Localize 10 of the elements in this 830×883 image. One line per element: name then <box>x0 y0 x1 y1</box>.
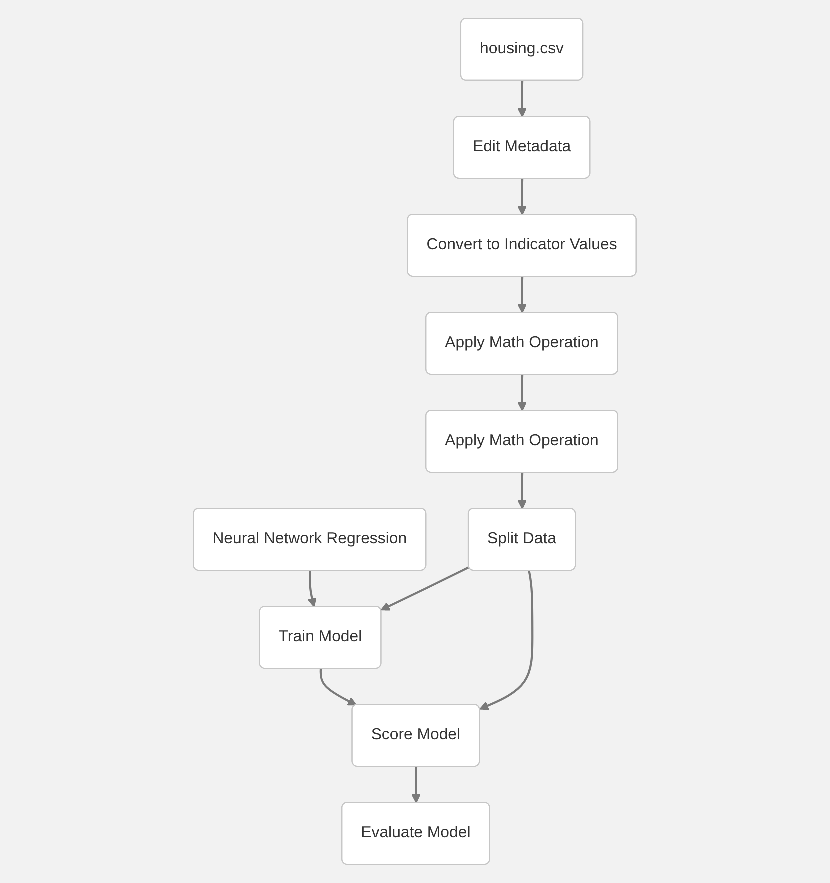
arrow <box>518 80 527 118</box>
arrow <box>380 566 470 611</box>
arrow <box>308 571 317 608</box>
arrow <box>412 767 421 804</box>
arrow <box>320 669 357 706</box>
arrow <box>518 472 527 510</box>
arrow <box>518 178 527 216</box>
arrow <box>518 374 527 412</box>
arrow <box>518 276 527 314</box>
arrow <box>480 570 534 710</box>
